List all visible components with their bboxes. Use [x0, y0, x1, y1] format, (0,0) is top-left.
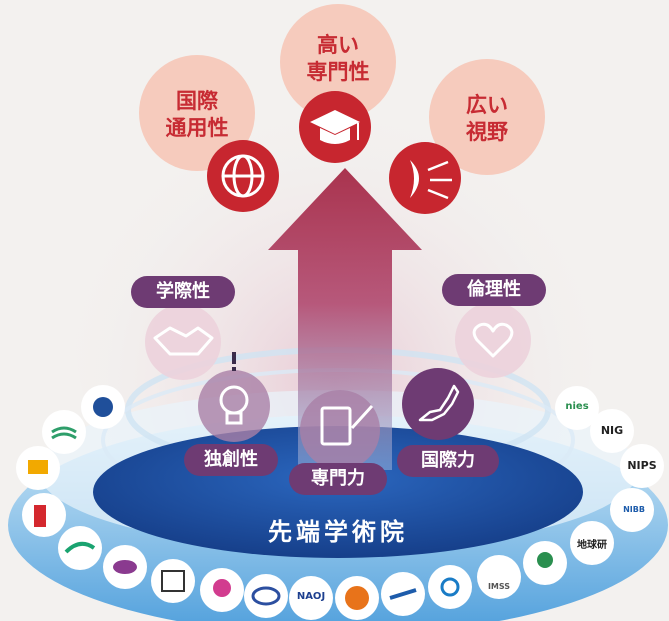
skill-label-international: 国際力: [397, 445, 499, 477]
logo-circle-nies: [555, 386, 599, 430]
logo-circle-bottom-2: [244, 574, 288, 618]
growth-arrow: [268, 168, 422, 470]
logo-circle-chikyuken: [570, 521, 614, 565]
logo-circle-bottom-6: [523, 541, 567, 585]
logo-circle-bottom-4: [381, 572, 425, 616]
logo-imss-text: IMSS: [487, 582, 511, 591]
logo-nig-text: NIG: [600, 424, 624, 437]
logo-circle-left-5: [58, 526, 102, 570]
logo-circle-nig: [590, 409, 634, 453]
logo-circle-left-3: [81, 385, 125, 429]
logo-circle-left-1: [16, 446, 60, 490]
goal-circle-broad-view: [429, 59, 545, 175]
mortarboard-icon: [299, 91, 371, 163]
goal-circle-high-expertise: [280, 4, 396, 120]
logo-nips-text: NIPS: [627, 459, 657, 472]
logo-circle-imss: [477, 555, 521, 599]
logo-nies-text: nies: [565, 401, 589, 412]
logo-chikyuken-text: 地球研: [577, 540, 607, 551]
logo-circle-left-6: [103, 545, 147, 589]
logo-naoj-text: NAOJ: [296, 591, 326, 602]
globe-icon: [207, 140, 279, 212]
logo-circle-bottom-5: [428, 565, 472, 609]
goal-label-broad-view: 広い 視野: [466, 93, 508, 144]
skill-label-expertise: 専門力: [289, 463, 387, 495]
logo-circle-left-2: [42, 410, 86, 454]
logo-circle-bottom-3: [335, 576, 379, 620]
goal-circle-international: [139, 55, 255, 171]
goal-label-international: 国際 通用性: [165, 89, 229, 140]
logo-nibb-text: NIBB: [623, 505, 645, 514]
logo-circle-naoj: [289, 576, 333, 620]
base-label: 先端学術院: [268, 518, 408, 546]
lightbulb-icon: [198, 352, 270, 442]
quality-label-ethics: 倫理性: [442, 274, 546, 306]
logo-circle-left-4: [22, 493, 66, 537]
logo-circle-nips: [620, 444, 664, 488]
logo-circle-left-7: [151, 559, 195, 603]
notebook-pen-icon: [300, 390, 380, 470]
japan-map-icon: [402, 368, 474, 440]
logo-circle-bottom-1: [200, 568, 244, 612]
goal-label-high-expertise: 高い 専門性: [306, 33, 370, 84]
quality-label-interdisciplinary: 学際性: [131, 276, 235, 308]
logo-circle-nibb: [610, 488, 654, 532]
heart-icon: [455, 302, 531, 378]
skill-label-originality: 独創性: [184, 444, 278, 476]
eye-icon: [389, 142, 461, 214]
handshake-icon: [145, 304, 221, 380]
